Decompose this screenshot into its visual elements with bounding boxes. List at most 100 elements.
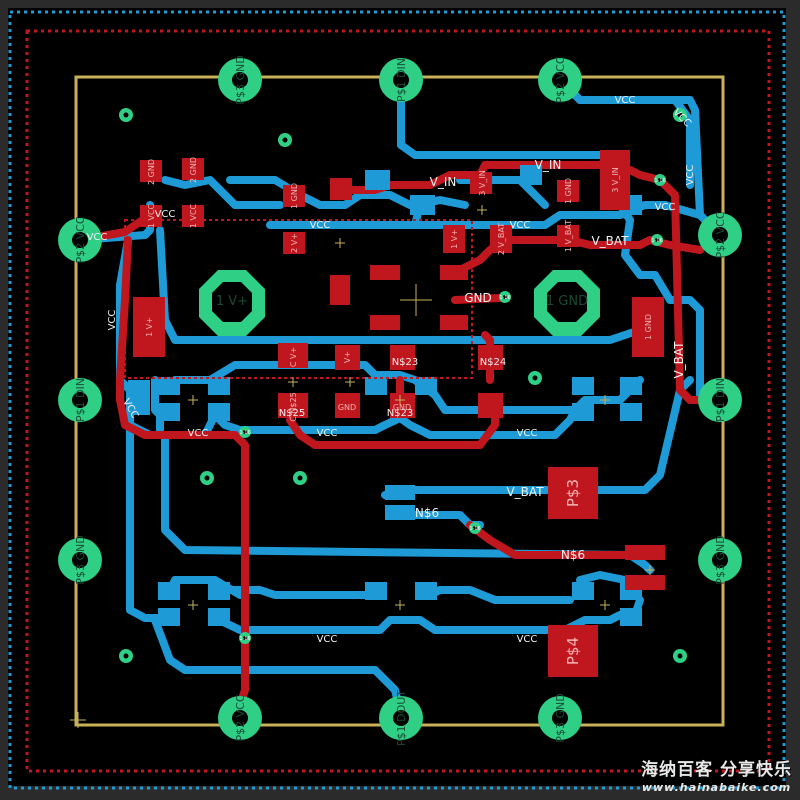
mount-hole [278, 133, 292, 147]
header-pin: P$2 VCC [698, 211, 742, 259]
header-pin: P$2 VCC [538, 56, 582, 104]
via-label: 1-16 [499, 295, 510, 301]
header-pin-label: P$1 DIN [395, 58, 408, 102]
smd-pad-label: 1 VCC [147, 203, 156, 228]
watermark: 海纳百客 分享快乐 www.hainabaike.com [641, 755, 792, 794]
smd-pad-label: 2 V_BAT [497, 223, 506, 255]
smd-pad-label: 1 GND [564, 178, 573, 204]
net-label: VCC [87, 232, 108, 243]
header-pin-label: P$2 VCC [74, 216, 87, 263]
header-pin: P$1 DIN [379, 58, 423, 102]
smd-pad-label: 1 GND [290, 183, 299, 209]
header-pin: P$3 GND [698, 535, 742, 585]
power-pad-p4-label: P$4 [564, 637, 582, 665]
mount-hole [673, 108, 687, 122]
top-copper-traces [76, 161, 724, 709]
smd-pad-label: 1 V+ [450, 229, 459, 249]
smd-pad-label: 3 V_IN [478, 170, 487, 195]
net-label: N$23 [392, 357, 419, 368]
power-pad-p3-label: P$3 [564, 479, 582, 507]
vias: 1-16 1-16 1-16 1-16 1-16 1-16 [119, 108, 687, 663]
smd-pad-label: 1 VCC [189, 203, 198, 228]
smd-pad-label: GND [393, 403, 411, 412]
header-pin: P$1 DIN [58, 378, 102, 422]
net-label: V_BAT [672, 341, 686, 379]
header-pin-label: P$2 VCC [234, 694, 247, 741]
smd-pad-label: 3 V_IN [611, 167, 620, 192]
net-label: VCC [155, 209, 176, 220]
smd-pad-label: 1 V_BAT [564, 220, 573, 252]
net-label: N$24 [480, 357, 507, 368]
via-label: 1-16 [651, 238, 662, 244]
net-label: GND [464, 291, 492, 305]
watermark-url: www.hainabaike.com [641, 781, 792, 794]
smd-pad-label: 2 GND [189, 157, 198, 183]
smd-pad-label: V+ [343, 351, 352, 363]
component-frame [124, 219, 473, 379]
top-smd-pads [133, 150, 665, 677]
net-label: V_IN [430, 175, 457, 189]
via: 1-16 [469, 522, 481, 534]
mount-hole [119, 108, 133, 122]
net-label: V_BAT [506, 485, 544, 499]
header-pin: P$1 DOUT [379, 690, 423, 746]
net-label: VCC [107, 310, 118, 331]
battery-pad-gnd-label: 1 GND [546, 294, 588, 309]
smd-pad-label: C N$25 [289, 392, 298, 421]
net-label: VCC [655, 202, 676, 213]
net-label: VCC [685, 165, 696, 186]
mount-hole [673, 649, 687, 663]
header-pin-label: P$3 GND [554, 693, 567, 742]
via: 1-16 [651, 234, 663, 246]
keepout-outer [8, 10, 786, 790]
header-pin-label: P$3 GND [74, 535, 87, 584]
via: 1-16 [239, 426, 251, 438]
smd-pad-label: GND [338, 403, 356, 412]
header-pins: P$3 GND P$1 DIN P$2 VCC P$2 VCC P$2 VCC P$1 D… [58, 55, 742, 746]
header-pin: P$2 VCC [218, 694, 262, 742]
net-label: VCC [517, 428, 538, 439]
net-label: N$6 [561, 548, 585, 562]
via: 1-16 [654, 174, 666, 186]
smd-pad-label: C V+ [289, 347, 298, 367]
watermark-chinese: 海纳百客 分享快乐 [641, 760, 792, 780]
mount-hole [119, 649, 133, 663]
via-label: 1-16 [654, 178, 665, 184]
battery-pad-vplus-label: 1 V+ [216, 294, 248, 309]
via: 1-16 [499, 291, 511, 303]
header-pin-label: P$2 VCC [554, 56, 567, 103]
via-label: 1-16 [239, 636, 250, 642]
header-pin: P$3 GND [218, 55, 262, 105]
net-label: VCC [317, 634, 338, 645]
header-pin: P$2 VCC [58, 216, 102, 264]
header-pin-label: P$3 GND [714, 535, 727, 584]
header-pin: P$3 GND [58, 535, 102, 585]
via-label: 1-16 [469, 526, 480, 532]
net-label: VCC [510, 220, 531, 231]
net-label: VCC [310, 220, 331, 231]
net-label: VCC [615, 95, 636, 106]
header-pin-label: P$1 DIN [74, 378, 87, 422]
net-label: V_IN [535, 158, 562, 172]
header-pin: P$3 GND [538, 693, 582, 743]
header-pin-label: P$3 GND [234, 55, 247, 104]
keepout-inner [25, 29, 771, 773]
via: 1-16 [239, 632, 251, 644]
net-label: N$25 [279, 408, 306, 419]
mount-hole [528, 371, 542, 385]
header-pin-label: P$2 VCC [714, 211, 727, 258]
mount-hole [200, 471, 214, 485]
header-pin-label: P$1 DIN [714, 378, 727, 422]
mount-hole [293, 471, 307, 485]
header-pin: P$1 DIN [698, 378, 742, 422]
net-label: N$6 [415, 506, 439, 520]
component-origins [70, 205, 655, 728]
smd-pad-label: 1 V+ [145, 317, 154, 337]
smd-pad-label: 1 GND [644, 314, 653, 340]
header-pin-label: P$1 DOUT [395, 690, 408, 746]
net-label: N$23 [387, 408, 414, 419]
net-label: VCC [188, 428, 209, 439]
